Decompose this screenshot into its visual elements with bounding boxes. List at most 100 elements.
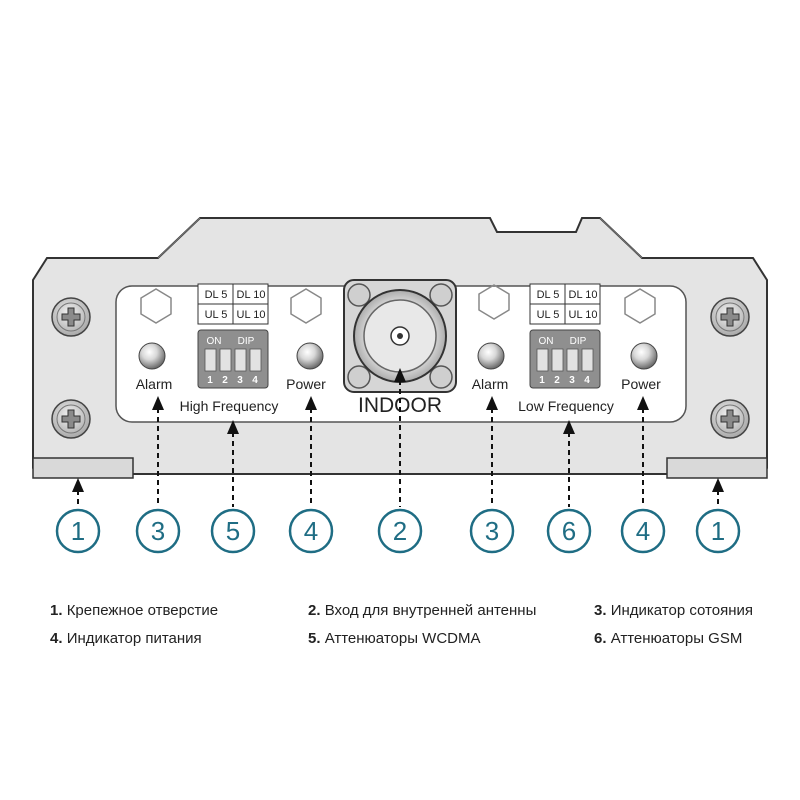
callout-arrows <box>77 380 719 507</box>
callout-number: 2 <box>393 516 407 546</box>
antenna-connector <box>343 279 457 393</box>
mount-foot-right <box>666 457 768 479</box>
dip-label: UL 10 <box>569 309 598 321</box>
callout-number: 5 <box>226 516 240 546</box>
screw-icon <box>710 297 750 337</box>
dip-number: 3 <box>237 375 243 386</box>
mount-foot-left <box>32 457 134 479</box>
dip-label: DL 5 <box>205 289 228 301</box>
legend-item: 5. Аттенюаторы WCDMA <box>308 630 480 647</box>
callout-number: 3 <box>485 516 499 546</box>
indoor-label: INDOOR <box>358 394 442 417</box>
callout-marker: 1 <box>695 508 741 554</box>
power-label: Power <box>621 376 661 392</box>
hex-nut-icon <box>624 288 656 324</box>
dip-label: DL 10 <box>569 289 598 301</box>
legend-number: 3. <box>594 602 607 619</box>
dip-switch-toggle[interactable] <box>566 348 579 372</box>
power-led-icon <box>296 342 324 370</box>
dip-switch-toggle[interactable] <box>249 348 262 372</box>
legend-number: 6. <box>594 630 607 647</box>
legend-text: Крепежное отверстие <box>66 602 219 619</box>
callout-number: 3 <box>151 516 165 546</box>
callout-marker: 4 <box>620 508 666 554</box>
dip-on-label: ON <box>539 336 554 347</box>
alarm-label: Alarm <box>136 376 173 392</box>
dip-number: 2 <box>222 375 228 386</box>
dip-switch-toggle[interactable] <box>204 348 217 372</box>
legend-item: 1. Крепежное отверстие <box>50 602 218 619</box>
dip-label: DL 10 <box>237 289 266 301</box>
dip-switch-toggle[interactable] <box>219 348 232 372</box>
dip-switch-toggle[interactable] <box>581 348 594 372</box>
screw-icon <box>710 399 750 439</box>
legend-text: Вход для внутренней антенны <box>324 602 537 619</box>
callout-marker: 3 <box>135 508 181 554</box>
dip-number: 4 <box>584 375 590 386</box>
callout-number: 4 <box>304 516 318 546</box>
hex-nut-icon <box>478 284 510 320</box>
band-label: High Frequency <box>180 398 279 414</box>
legend-item: 4. Индикатор питания <box>50 630 202 647</box>
legend-number: 2. <box>308 602 321 619</box>
alarm-label: Alarm <box>472 376 509 392</box>
dip-switch-toggle[interactable] <box>536 348 549 372</box>
housing-top-edge <box>157 217 643 259</box>
legend-text: Индикатор питания <box>66 630 202 647</box>
band-label: Low Frequency <box>518 398 614 414</box>
callout-number: 4 <box>636 516 650 546</box>
callout-marker: 6 <box>546 508 592 554</box>
dip-header-label: DIP <box>570 336 587 347</box>
legend-number: 1. <box>50 602 63 619</box>
callout-number: 1 <box>71 516 85 546</box>
hex-nut-icon <box>140 288 172 324</box>
dip-label: UL 10 <box>237 309 266 321</box>
dip-number: 4 <box>252 375 258 386</box>
dip-label: UL 5 <box>537 309 560 321</box>
legend-item: 3. Индикатор сотояния <box>594 602 753 619</box>
legend-item: 2. Вход для внутренней антенны <box>308 602 536 619</box>
legend-text: Индикатор сотояния <box>610 602 753 619</box>
dip-label: DL 5 <box>537 289 560 301</box>
panel-labels: Alarm Power High Frequency Alarm Power L… <box>136 376 661 414</box>
power-led-icon <box>630 342 658 370</box>
dip-number: 1 <box>207 375 213 386</box>
dip-label: UL 5 <box>205 309 228 321</box>
callout-marker: 5 <box>210 508 256 554</box>
dip-table-low: DL 5 DL 10 UL 5 UL 10 <box>529 283 601 325</box>
callout-number: 1 <box>711 516 725 546</box>
dip-switch-high[interactable]: ON DIP 1 2 3 4 <box>197 329 269 389</box>
dip-number: 2 <box>554 375 560 386</box>
screws <box>51 297 750 439</box>
hex-nut-icon <box>290 288 322 324</box>
legend-number: 4. <box>50 630 63 647</box>
legend-number: 5. <box>308 630 321 647</box>
callout-number: 6 <box>562 516 576 546</box>
dip-switch-toggle[interactable] <box>234 348 247 372</box>
screw-icon <box>51 297 91 337</box>
dip-switch-toggle[interactable] <box>551 348 564 372</box>
legend-text: Аттенюаторы WCDMA <box>324 630 481 647</box>
dip-header-label: DIP <box>238 336 255 347</box>
dip-on-label: ON <box>207 336 222 347</box>
callout-markers: 1 3 5 4 2 3 6 4 <box>55 508 741 554</box>
legend: 1. Крепежное отверстие 2. Вход для внутр… <box>0 590 800 660</box>
screw-icon <box>51 399 91 439</box>
hex-nuts <box>140 284 656 324</box>
alarm-led-icon <box>477 342 505 370</box>
power-label: Power <box>286 376 326 392</box>
legend-item: 6. Аттенюаторы GSM <box>594 630 742 647</box>
callout-arrowheads <box>72 368 724 492</box>
dip-table-high: DL 5 DL 10 UL 5 UL 10 <box>197 283 269 325</box>
dip-switch-low[interactable]: ON DIP 1 2 3 4 <box>529 329 601 389</box>
callout-marker: 3 <box>469 508 515 554</box>
callout-marker: 4 <box>288 508 334 554</box>
dip-number: 3 <box>569 375 575 386</box>
dip-number: 1 <box>539 375 545 386</box>
callout-marker: 1 <box>55 508 101 554</box>
legend-text: Аттенюаторы GSM <box>610 630 743 647</box>
alarm-led-icon <box>138 342 166 370</box>
callout-marker: 2 <box>377 508 423 554</box>
leds <box>138 342 658 370</box>
